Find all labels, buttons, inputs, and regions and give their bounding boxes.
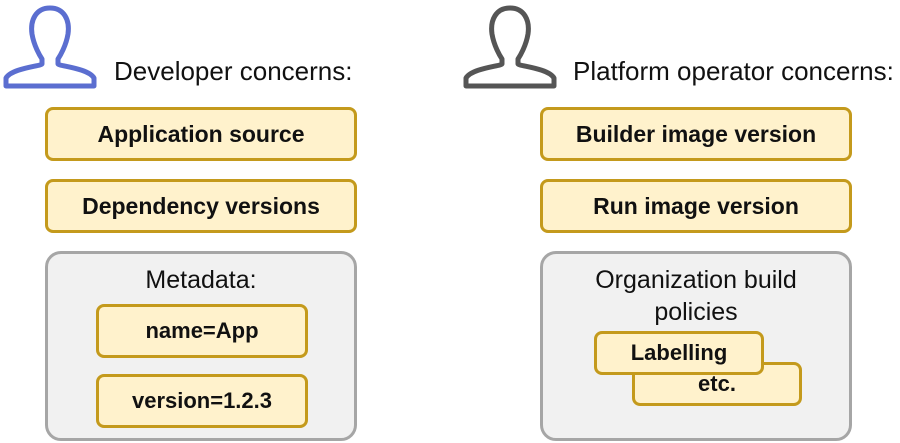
developer-user-icon xyxy=(3,5,97,89)
developer-concerns-heading: Developer concerns: xyxy=(114,56,353,86)
operator-user-icon xyxy=(463,5,557,89)
metadata-name-box: name=App xyxy=(96,304,308,358)
metadata-title: Metadata: xyxy=(145,266,257,294)
policies-title-line2: policies xyxy=(654,298,738,326)
metadata-version-box: version=1.2.3 xyxy=(96,374,308,428)
policies-title-line1: Organization build xyxy=(595,266,797,294)
platform-operator-concerns-heading: Platform operator concerns: xyxy=(573,56,894,86)
builder-image-version-box: Builder image version xyxy=(540,107,852,161)
run-image-version-box: Run image version xyxy=(540,179,852,233)
dependency-versions-box: Dependency versions xyxy=(45,179,357,233)
application-source-box: Application source xyxy=(45,107,357,161)
etc-policy-label: etc. xyxy=(698,371,736,396)
labelling-policy-box: Labelling xyxy=(594,331,764,375)
